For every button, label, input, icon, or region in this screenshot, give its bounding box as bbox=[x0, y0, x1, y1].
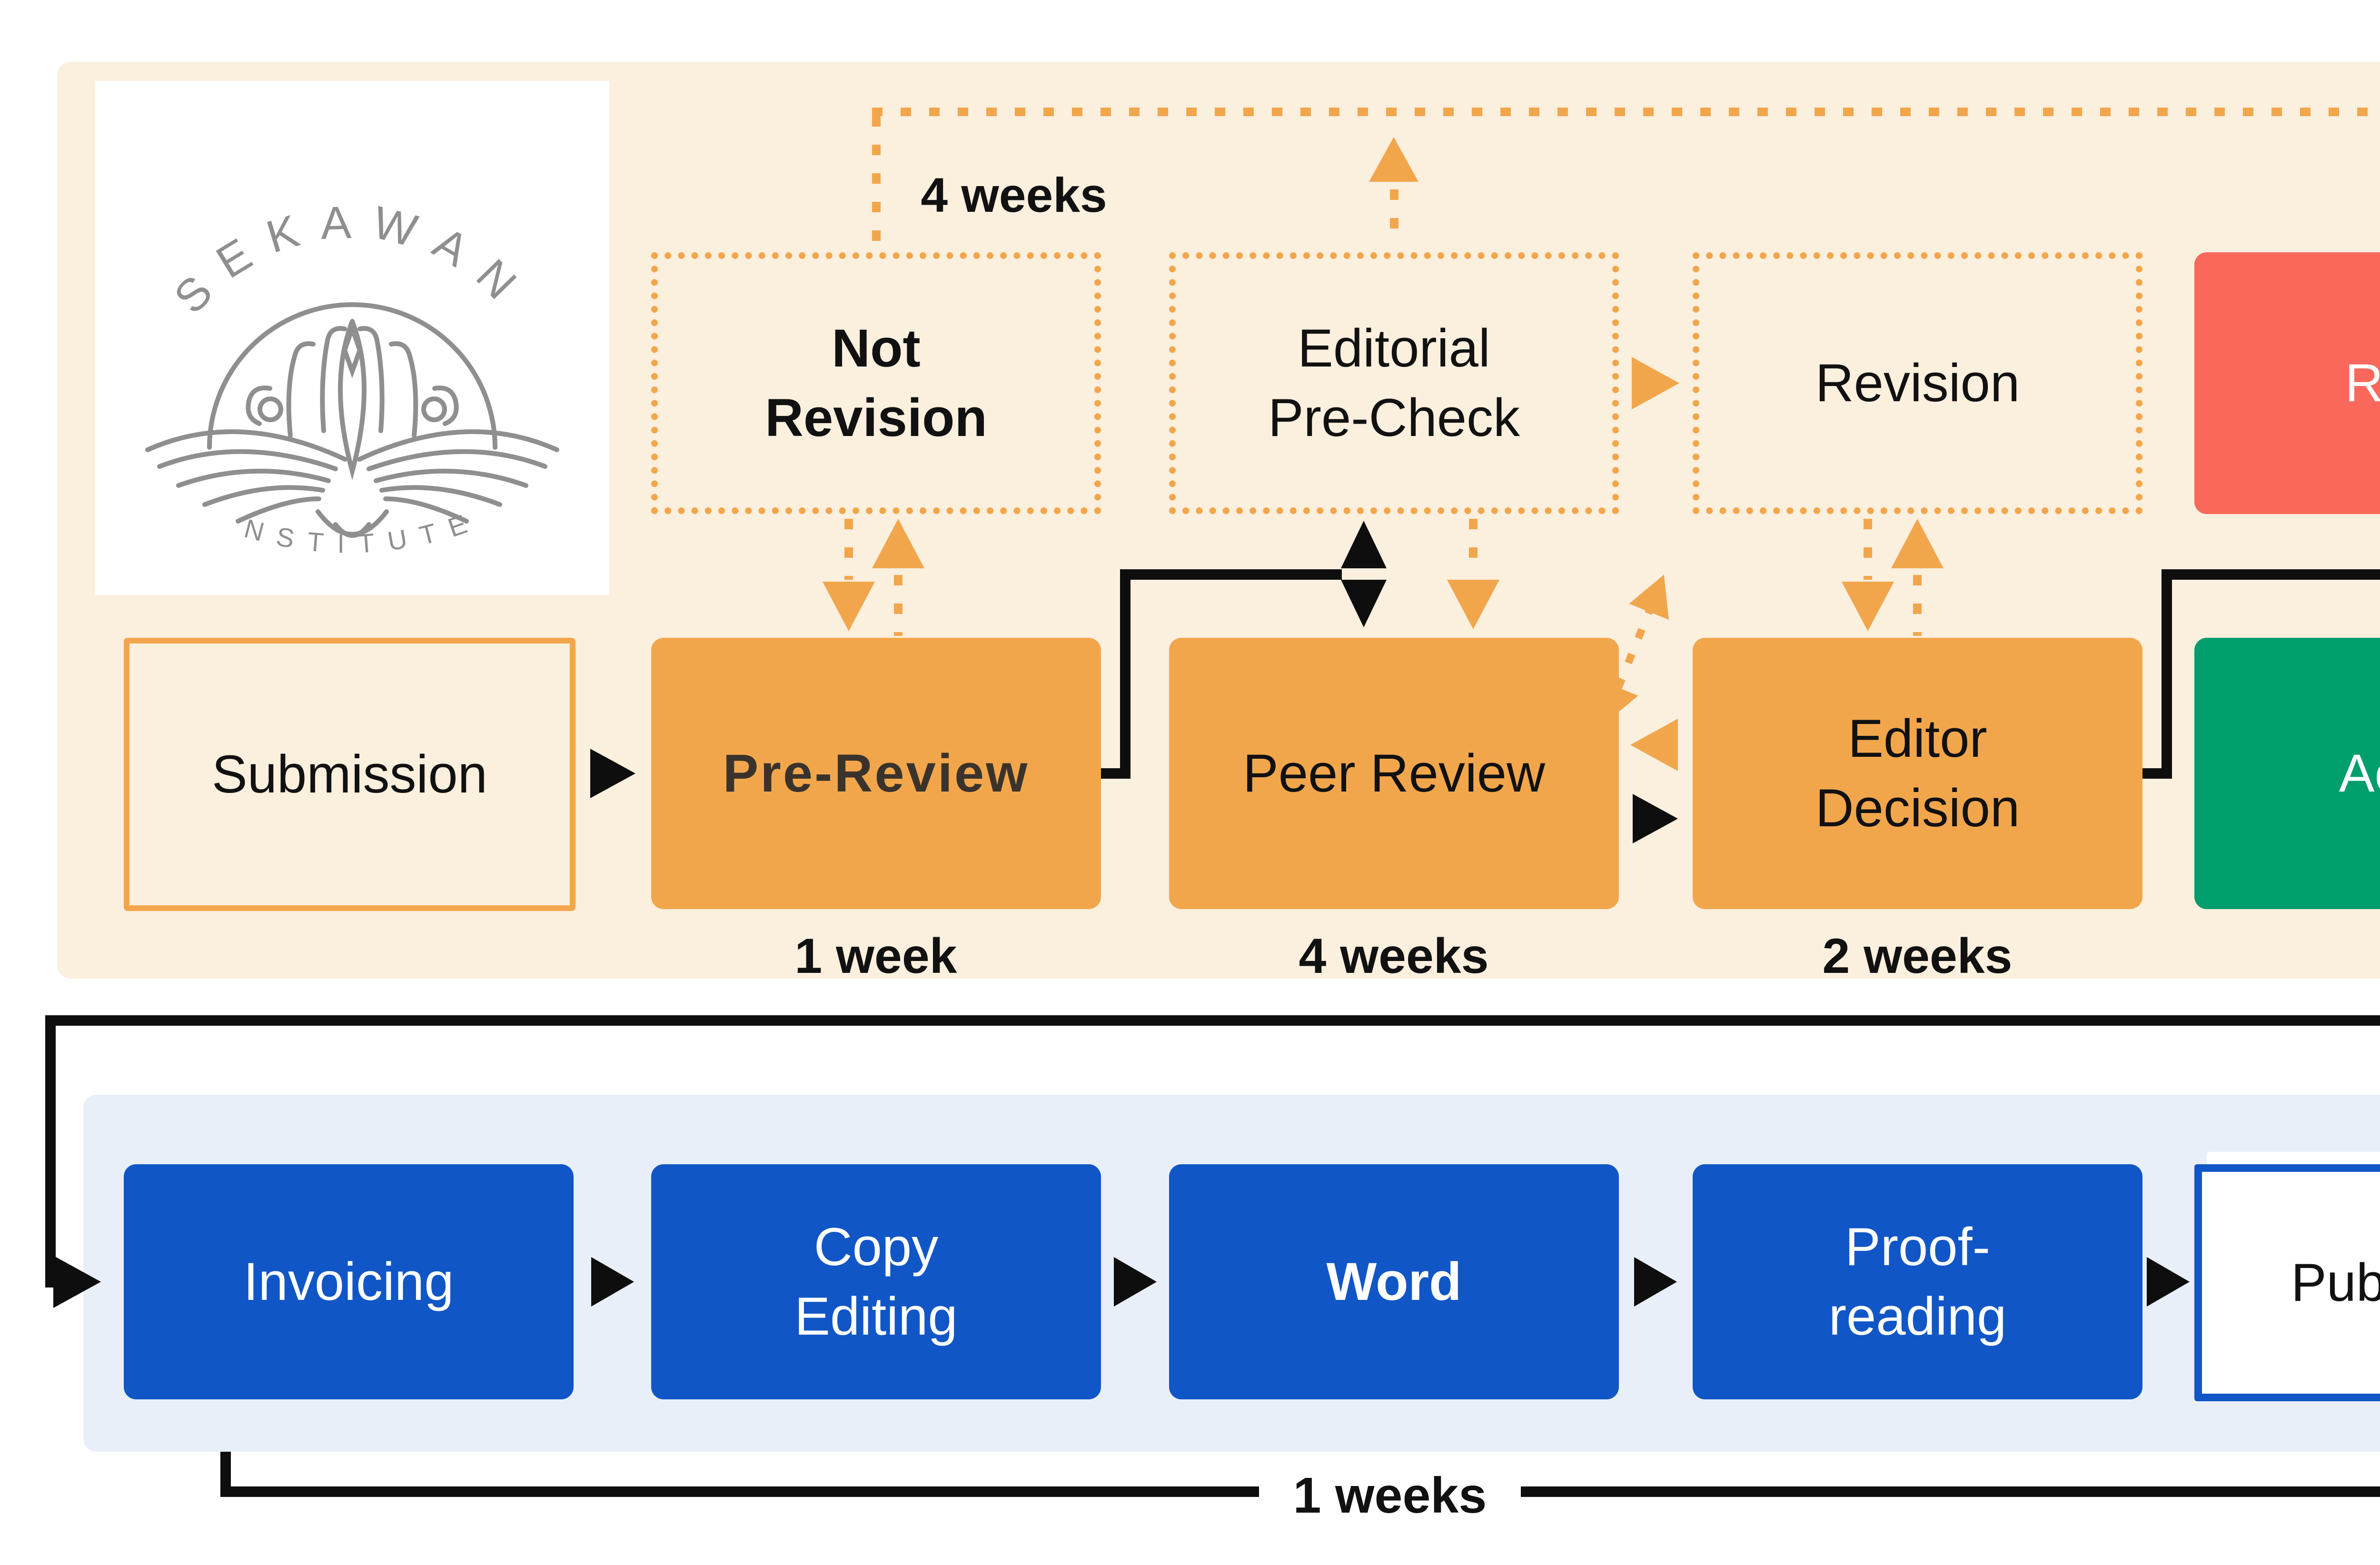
arrow-up-icon bbox=[872, 519, 924, 568]
arrow-right-icon bbox=[1633, 794, 1678, 843]
arrow-down-icon bbox=[1341, 580, 1387, 627]
submission-box: Submission bbox=[124, 638, 575, 911]
arrow-right-icon bbox=[1634, 1257, 1677, 1307]
bracket-right-horizontal bbox=[1521, 1486, 2380, 1497]
editordecision-revision-up-tail bbox=[1913, 575, 1922, 636]
route-horizontal bbox=[45, 1015, 2380, 1026]
precheck-loop-duration: 4 weeks bbox=[921, 168, 1107, 222]
arrow-right-icon bbox=[53, 1256, 101, 1308]
peer-review-box: Peer Review bbox=[1169, 638, 1619, 909]
not-revision-label: Not Revision bbox=[765, 318, 987, 447]
arrow-down-icon bbox=[1842, 582, 1894, 631]
copy-editing-box: Copy Editing bbox=[651, 1164, 1101, 1399]
bracket-left-horizontal bbox=[220, 1486, 1259, 1497]
editor-decision-duration: 2 weeks bbox=[1822, 929, 2013, 984]
production-duration: 1 weeks bbox=[1293, 1467, 1487, 1524]
arrow-up-icon bbox=[1369, 137, 1418, 182]
prereview-notrevision-down-tail bbox=[844, 519, 853, 580]
reject-box: Reject bbox=[2194, 252, 2380, 514]
editor-decision-label: Editor Decision bbox=[1815, 709, 2020, 838]
invoicing-label: Invoicing bbox=[243, 1252, 454, 1312]
peer-review-duration: 4 weeks bbox=[1299, 929, 1489, 984]
revision-label: Revision bbox=[1815, 353, 2020, 413]
prereview-elbow-vertical bbox=[1120, 569, 1130, 779]
pre-review-box: Pre-Review bbox=[651, 638, 1101, 909]
accept-box: Accept bbox=[2194, 638, 2380, 909]
loop-top-line bbox=[872, 108, 2380, 116]
precheck-peerreview-tail bbox=[1469, 519, 1478, 576]
route-vertical-left bbox=[45, 1015, 56, 1288]
arrow-up-icon bbox=[1341, 521, 1387, 568]
not-revision-box: Not Revision bbox=[651, 252, 1101, 514]
editordecision-elbow-horizontal bbox=[2162, 569, 2380, 580]
editorial-precheck-box: Editorial Pre-Check bbox=[1169, 252, 1619, 514]
prereview-elbow-horizontal bbox=[1120, 569, 1342, 580]
loop-left-leg bbox=[872, 116, 881, 243]
editordecision-elbow-vertical bbox=[2162, 569, 2172, 779]
arrow-right-icon bbox=[591, 1257, 634, 1307]
editorial-precheck-label: Editorial Pre-Check bbox=[1268, 318, 1520, 447]
prereview-notrevision-up-tail bbox=[894, 575, 902, 636]
pre-review-duration: 1 week bbox=[794, 929, 957, 984]
reject-label: Reject bbox=[2345, 353, 2380, 413]
publication-label: Publication bbox=[2291, 1253, 2380, 1313]
bracket-left-vertical bbox=[220, 1452, 231, 1497]
arrow-right-icon bbox=[1632, 357, 1679, 409]
revision-box: Revision bbox=[1693, 252, 2142, 514]
peer-review-label: Peer Review bbox=[1243, 743, 1545, 803]
submission-label: Submission bbox=[212, 744, 487, 804]
arrow-down-icon bbox=[823, 582, 875, 631]
institute-logo: SEKAWAN INSTITUTE bbox=[84, 57, 609, 595]
loop-up-tail bbox=[1390, 189, 1398, 243]
invoicing-box: Invoicing bbox=[124, 1164, 574, 1399]
arrow-right-icon bbox=[1114, 1257, 1157, 1307]
proofreading-label: Proof- reading bbox=[1828, 1217, 2007, 1346]
proofreading-box: Proof- reading bbox=[1693, 1164, 2142, 1399]
arrow-up-icon bbox=[1891, 519, 1944, 568]
editor-decision-box: Editor Decision bbox=[1693, 638, 2142, 909]
editordecision-revision-down-tail bbox=[1864, 519, 1872, 580]
arrow-left-icon bbox=[1630, 719, 1678, 771]
accept-label: Accept bbox=[2339, 743, 2380, 803]
pre-review-label: Pre-Review bbox=[723, 743, 1030, 803]
publication-box: Publication bbox=[2194, 1164, 2380, 1401]
copy-editing-label: Copy Editing bbox=[794, 1217, 958, 1346]
word-box: Word bbox=[1169, 1164, 1619, 1399]
arrow-down-icon bbox=[1447, 580, 1499, 629]
sekawan-bird-logo-icon: SEKAWAN INSTITUTE bbox=[84, 57, 559, 559]
arrow-right-icon bbox=[590, 749, 635, 798]
word-label: Word bbox=[1326, 1252, 1462, 1312]
arrow-right-icon bbox=[2147, 1257, 2190, 1307]
